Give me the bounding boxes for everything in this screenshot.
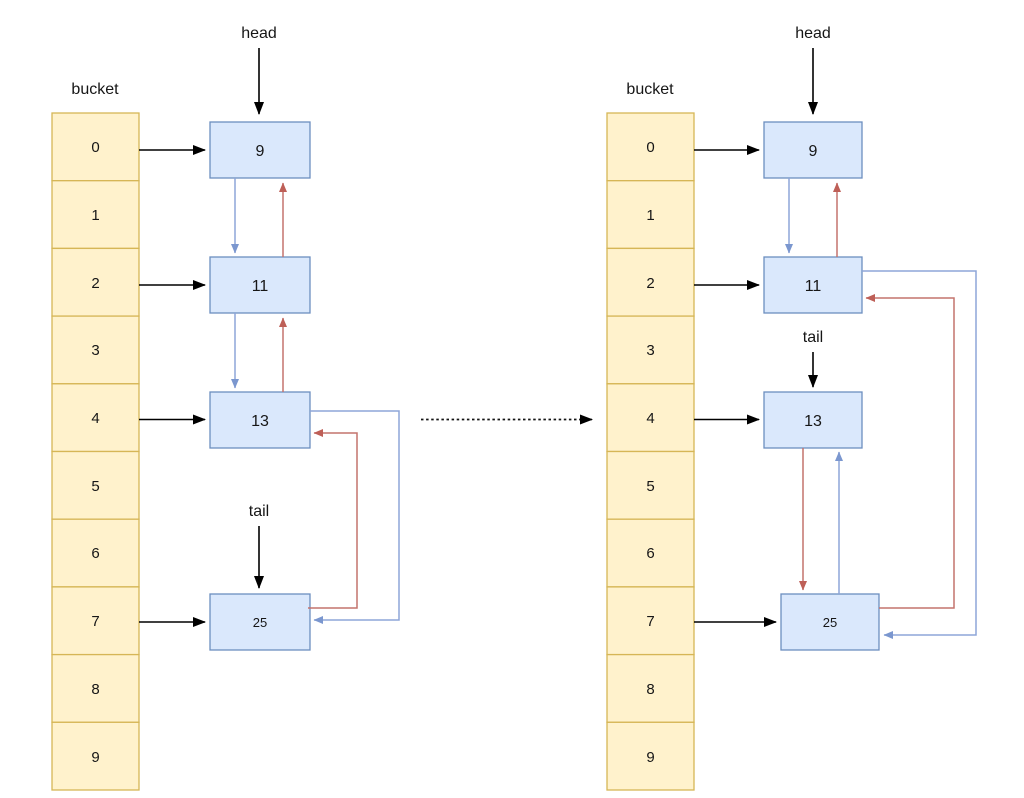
bucket-cell	[51, 315, 140, 385]
bucket-cell-label: 1	[91, 207, 99, 224]
tail-label: tail	[803, 329, 823, 346]
node-13-box	[209, 391, 311, 449]
prev-pointer-arrow	[308, 429, 358, 609]
bucket-cell	[51, 721, 140, 791]
node-25-box	[209, 593, 311, 651]
bucket-cell-label: 8	[91, 681, 99, 698]
node-11-box	[763, 256, 863, 314]
bucket-cell-label: 0	[646, 139, 654, 156]
bucket-cell	[51, 247, 140, 317]
bucket-cell	[606, 180, 695, 250]
node-25-value: 25	[253, 615, 267, 630]
node-9-value: 9	[809, 143, 818, 160]
bucket-cell-label: 2	[91, 275, 99, 292]
bucket-cell-label: 5	[646, 478, 654, 495]
bucket-column: 0 1 2 3 4 5 6 7 8 9	[51, 112, 140, 791]
bucket-cell-label: 9	[91, 749, 99, 766]
node-13-box	[763, 391, 863, 449]
bucket-cell	[606, 315, 695, 385]
node-11-value: 11	[805, 278, 822, 295]
right-diagram: bucket 0 1 2 3 4 5 6 7 8 9 head	[606, 25, 977, 791]
node-13-value: 13	[251, 413, 269, 430]
node-11-value: 11	[252, 278, 269, 295]
bucket-cell-label: 3	[646, 342, 654, 359]
bucket-cell	[51, 112, 140, 182]
bucket-cell	[606, 112, 695, 182]
bucket-cell	[606, 518, 695, 588]
bucket-column: 0 1 2 3 4 5 6 7 8 9	[606, 112, 695, 791]
bucket-cell-label: 2	[646, 275, 654, 292]
node-11-box	[209, 256, 311, 314]
bucket-cell-label: 5	[91, 478, 99, 495]
node-9-box	[763, 121, 863, 179]
bucket-cell	[51, 180, 140, 250]
bucket-label: bucket	[626, 81, 674, 98]
bucket-cell-label: 9	[646, 749, 654, 766]
bucket-cell-label: 8	[646, 681, 654, 698]
bucket-cell-label: 4	[646, 410, 654, 427]
bucket-cell	[606, 721, 695, 791]
bucket-cell	[51, 450, 140, 520]
bucket-cell-label: 7	[646, 613, 654, 630]
bucket-cell-label: 0	[91, 139, 99, 156]
bucket-cell	[606, 450, 695, 520]
node-9-box	[209, 121, 311, 179]
prev-pointer-arrow	[865, 294, 955, 609]
bucket-cell	[606, 586, 695, 656]
next-pointer-arrow	[310, 410, 400, 624]
head-label: head	[795, 25, 831, 42]
tail-label: tail	[249, 503, 269, 520]
bucket-cell-label: 3	[91, 342, 99, 359]
bucket-cell-label: 6	[646, 545, 654, 562]
node-25-box	[780, 593, 880, 651]
head-label: head	[241, 25, 277, 42]
node-9-value: 9	[256, 143, 265, 160]
bucket-cell-label: 6	[91, 545, 99, 562]
bucket-label: bucket	[71, 81, 119, 98]
node-13-value: 13	[804, 413, 822, 430]
left-diagram: bucket 0 1 2 3 4 5 6 7 8 9 head	[51, 25, 400, 791]
bucket-cell-label: 1	[646, 207, 654, 224]
bucket-cell	[51, 586, 140, 656]
bucket-cell	[606, 383, 695, 453]
bucket-cell-label: 7	[91, 613, 99, 630]
next-pointer-arrow	[862, 270, 977, 639]
node-25-value: 25	[823, 615, 837, 630]
bucket-cell-label: 4	[91, 410, 99, 427]
